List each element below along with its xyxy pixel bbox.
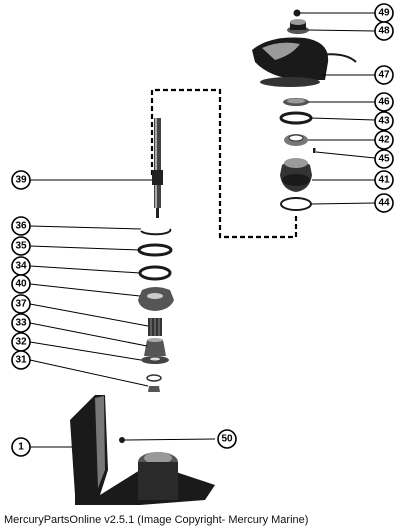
- leader-36: [29, 225, 142, 230]
- part-47-housing: [252, 37, 357, 87]
- leader-44: [310, 202, 376, 205]
- part-48-cap: [287, 19, 309, 34]
- callout-45: 45: [374, 149, 394, 169]
- svg-text:34: 34: [15, 261, 27, 272]
- part-44-o-ring: [280, 197, 312, 211]
- leader-35: [29, 245, 140, 251]
- callout-33: 33: [11, 313, 31, 333]
- part-37-bearing: [148, 318, 162, 336]
- callout-47: 47: [374, 65, 394, 85]
- svg-text:48: 48: [378, 26, 390, 37]
- callout-34: 34: [11, 256, 31, 276]
- svg-text:40: 40: [15, 279, 27, 290]
- part-40-gear: [138, 287, 174, 311]
- leader-31: [29, 359, 149, 387]
- part-36-snap-ring: [140, 228, 172, 236]
- part-33-cup: [144, 338, 166, 356]
- part-39-shaft: [152, 118, 163, 218]
- part-41-gear: [280, 158, 312, 192]
- svg-text:37: 37: [15, 299, 27, 310]
- part-35-ring: [137, 243, 173, 257]
- leader-48: [307, 29, 376, 32]
- leader-32: [29, 341, 142, 361]
- leader-45: [315, 151, 376, 159]
- svg-text:33: 33: [15, 318, 27, 329]
- svg-text:39: 39: [15, 175, 27, 186]
- leader-34: [29, 265, 141, 274]
- part-50-plug: [119, 437, 125, 443]
- leader-40: [29, 283, 141, 297]
- part-46-washer: [283, 98, 309, 106]
- callout-1: 1: [11, 437, 31, 457]
- svg-text:32: 32: [15, 337, 27, 348]
- svg-text:49: 49: [378, 8, 390, 19]
- svg-text:45: 45: [378, 154, 390, 165]
- svg-text:31: 31: [15, 355, 27, 366]
- part-43-ring: [279, 111, 313, 125]
- callout-35: 35: [11, 236, 31, 256]
- callout-49: 49: [374, 3, 394, 23]
- callout-43: 43: [374, 111, 394, 131]
- part-45-pin: [313, 148, 316, 153]
- svg-text:35: 35: [15, 241, 27, 252]
- part-42-bearing: [284, 134, 308, 146]
- part-32-washer: [141, 356, 169, 364]
- assembly-dashed-line: [150, 88, 298, 239]
- svg-text:46: 46: [378, 97, 390, 108]
- svg-text:41: 41: [378, 175, 390, 186]
- part-34-ring: [138, 265, 172, 281]
- part-31-washer: [146, 374, 162, 392]
- svg-text:47: 47: [378, 70, 390, 81]
- callout-42: 42: [374, 130, 394, 150]
- callout-40: 40: [11, 274, 31, 294]
- callout-50: 50: [217, 429, 237, 449]
- svg-text:50: 50: [221, 434, 233, 445]
- svg-text:36: 36: [15, 221, 27, 232]
- leader-43: [310, 117, 376, 121]
- callout-39: 39: [11, 170, 31, 190]
- svg-text:1: 1: [18, 442, 24, 453]
- svg-text:44: 44: [378, 198, 390, 209]
- leader-37: [29, 303, 149, 327]
- callout-41: 41: [374, 170, 394, 190]
- svg-text:42: 42: [378, 135, 390, 146]
- callout-44: 44: [374, 193, 394, 213]
- callout-37: 37: [11, 294, 31, 314]
- callout-48: 48: [374, 21, 394, 41]
- callout-32: 32: [11, 332, 31, 352]
- part-49-ball: [293, 9, 301, 17]
- callout-31: 31: [11, 350, 31, 370]
- leader-50: [124, 438, 216, 441]
- callout-36: 36: [11, 216, 31, 236]
- leader-33: [29, 322, 148, 347]
- svg-text:43: 43: [378, 116, 390, 127]
- callout-46: 46: [374, 92, 394, 112]
- part-1-gearcase: [70, 395, 215, 505]
- copyright-caption: MercuryPartsOnline v2.5.1 (Image Copyrig…: [4, 514, 309, 526]
